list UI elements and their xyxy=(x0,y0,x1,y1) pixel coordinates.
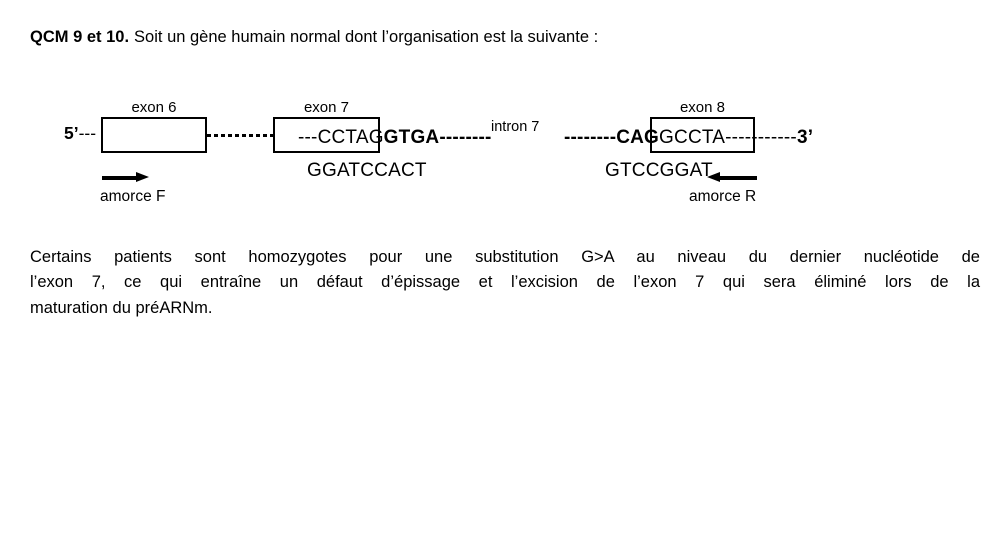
exon7-exonic-seq: ---CCTAG xyxy=(298,127,384,148)
exon8-trailing-dashes: ----------- xyxy=(725,127,797,148)
five-prime-dashes: --- xyxy=(78,123,97,143)
exon7-box xyxy=(273,117,380,153)
exon7-sense-sequence: ---CCTAGGTGA-------- xyxy=(298,127,492,148)
exon6-box xyxy=(101,117,207,153)
question-intro-text: Soit un gène humain normal dont l’organi… xyxy=(134,28,599,46)
intron7-donor-seq: GTGA-------- xyxy=(383,127,492,148)
question-title: QCM 9 et 10.Soit un gène humain normal d… xyxy=(30,27,598,47)
body-line-3: maturation du préARNm. xyxy=(30,298,213,317)
exon8-sense-sequence: --------CAGGCCTA-----------3’ xyxy=(564,127,813,148)
exon7-label: exon 7 xyxy=(303,99,350,116)
exon7-antisense-sequence: GGATCCACT xyxy=(307,160,427,181)
primer-f-arrow-shaft xyxy=(102,176,137,180)
exon6-label: exon 6 xyxy=(131,99,177,116)
three-prime-label: 3’ xyxy=(796,127,814,148)
intron7-acceptor-seq: --------CAG xyxy=(564,127,660,148)
exon8-antisense-sequence: GTCCGGAT xyxy=(605,160,713,181)
primer-r-arrow-icon xyxy=(707,172,720,182)
intron6-dashed-line xyxy=(207,134,273,137)
question-body: Certains patients sont homozygotes pour … xyxy=(30,245,980,321)
exon8-box xyxy=(650,117,755,153)
gene-diagram: exon 6 5’--- exon 7 ---CCTAGGTGA--------… xyxy=(0,0,1000,230)
exon8-exonic-seq: GCCTA xyxy=(659,127,726,148)
question-number: QCM 9 et 10. xyxy=(30,28,130,46)
body-line-2: l’exon 7, ce qui entraîne un défaut d’ép… xyxy=(30,273,980,292)
primer-f-arrow-icon xyxy=(136,172,149,182)
five-prime-label: 5’ xyxy=(64,123,79,143)
five-prime-end: 5’--- xyxy=(64,124,96,143)
primer-r-arrow-shaft xyxy=(719,176,757,180)
primer-r-label: amorce R xyxy=(689,188,757,205)
body-line-1: Certains patients sont homozygotes pour … xyxy=(30,248,980,266)
intron7-label: intron 7 xyxy=(491,119,540,135)
primer-f-label: amorce F xyxy=(100,188,166,205)
exon8-label: exon 8 xyxy=(679,99,726,116)
